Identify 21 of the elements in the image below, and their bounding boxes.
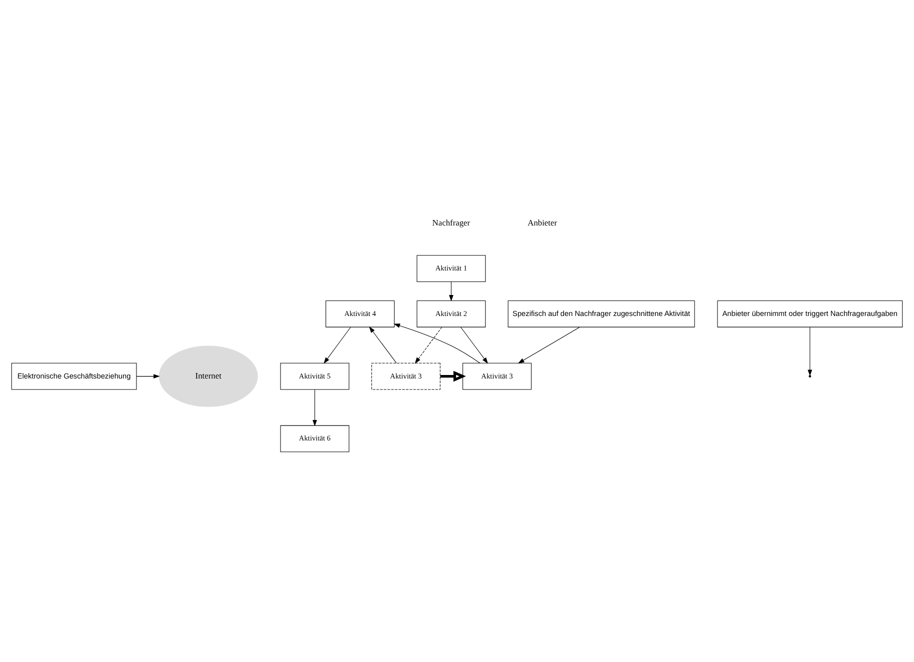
node-box: Aktivität 4 bbox=[326, 300, 395, 328]
node-box: Aktivität 6 bbox=[280, 425, 350, 452]
arrow bbox=[448, 282, 454, 302]
label: Nachfrager bbox=[432, 217, 470, 228]
node-box: Aktivität 1 bbox=[416, 255, 486, 282]
node-box: Aktivität 5 bbox=[280, 362, 350, 390]
node-box: Aktivität 3 bbox=[371, 362, 440, 390]
arrow bbox=[414, 326, 442, 364]
arrow bbox=[460, 326, 488, 364]
arrow bbox=[440, 370, 466, 382]
arrow bbox=[369, 326, 397, 364]
arrow bbox=[324, 326, 351, 364]
arrow bbox=[518, 326, 580, 364]
node-box: Aktivität 3 bbox=[462, 362, 532, 390]
arrow bbox=[394, 324, 480, 364]
label: Anbieter bbox=[528, 217, 558, 228]
arrow bbox=[808, 326, 812, 376]
node-box: Aktivität 2 bbox=[416, 300, 486, 328]
arrow bbox=[136, 374, 160, 379]
arrow bbox=[312, 389, 317, 426]
node-ellipse: Internet bbox=[158, 346, 258, 407]
